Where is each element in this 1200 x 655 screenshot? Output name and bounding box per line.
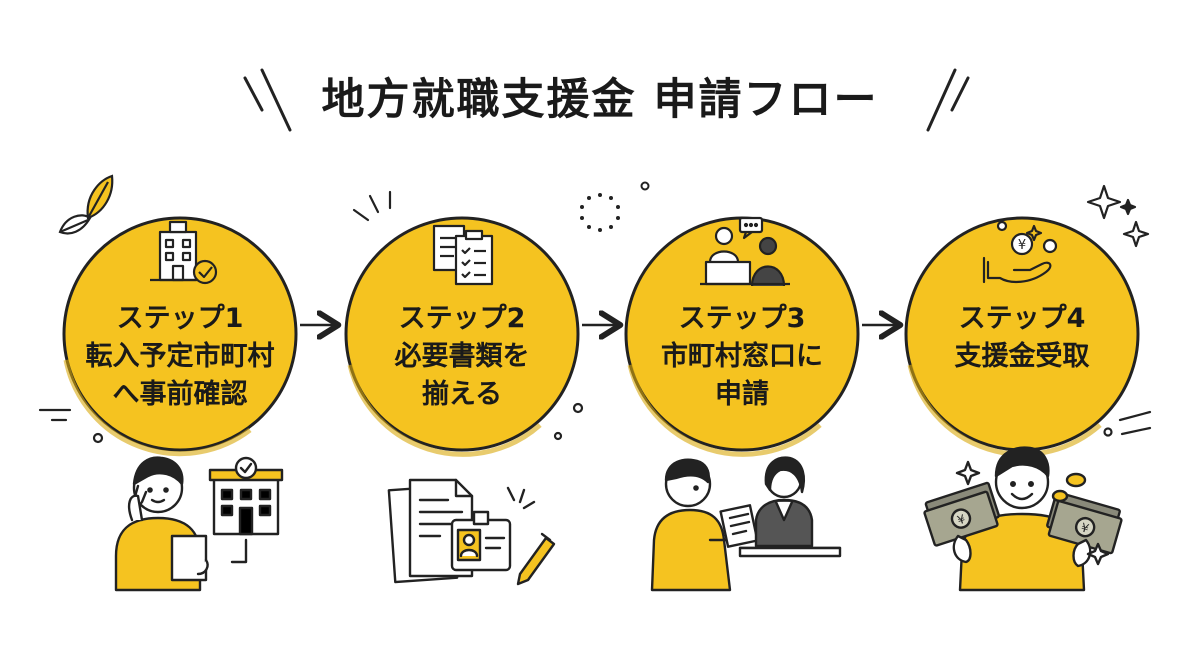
title-decoration-right (926, 68, 970, 132)
spark-lines-step2 (352, 190, 584, 441)
title-decoration-left (243, 68, 292, 132)
page-title: 地方就職支援金 申請フロー (321, 75, 879, 125)
dotted-ring-decoration (580, 181, 650, 232)
person-holding-banknotes-illustration: ¥ ¥ (923, 446, 1123, 592)
step-3-label: ステップ3 (678, 303, 806, 334)
step-circle-1 (62, 216, 298, 457)
counter-consultation-icon (700, 216, 790, 287)
step-3-desc-line-2: 申請 (715, 379, 769, 410)
step-1-desc-line-1: 転入予定市町村 (85, 341, 275, 372)
motion-lines-step4 (1103, 410, 1152, 437)
documents-idcard-pencil-illustration (387, 478, 556, 586)
step-1-text: ステップ1 転入予定市町村 へ事前確認 (60, 300, 300, 414)
leaf-decoration (58, 174, 114, 235)
motion-lines-step1 (38, 408, 104, 444)
step-4-desc-line-1: 支援金受取 (954, 341, 1090, 372)
step-4-label: ステップ4 (958, 303, 1086, 334)
step-1-label: ステップ1 (116, 303, 244, 334)
step-1-desc-line-2: へ事前確認 (112, 379, 248, 410)
svg-text:¥: ¥ (1018, 238, 1026, 253)
svg-text:¥: ¥ (1079, 520, 1091, 536)
step-3-desc-line-1: 市町村窓口に (661, 341, 823, 372)
person-submitting-to-clerk-illustration (650, 456, 842, 592)
documents-checklist-icon (432, 224, 494, 286)
sparkle-decoration-step4 (1086, 184, 1150, 248)
step-2-desc-line-1: 必要書類を (394, 341, 530, 372)
step-2-desc-line-2: 揃える (421, 379, 503, 410)
office-building-check-icon (150, 220, 218, 285)
step-2-label: ステップ2 (398, 303, 526, 334)
step-3-text: ステップ3 市町村窓口に 申請 (622, 300, 862, 414)
step-4-text: ステップ4 支援金受取 (902, 300, 1142, 376)
person-phoning-building-illustration (114, 456, 284, 592)
svg-text:¥: ¥ (956, 512, 968, 528)
hand-receiving-yen-icon: ¥ (982, 220, 1058, 284)
step-2-text: ステップ2 必要書類を 揃える (342, 300, 582, 414)
step-circle-2 (344, 216, 580, 457)
